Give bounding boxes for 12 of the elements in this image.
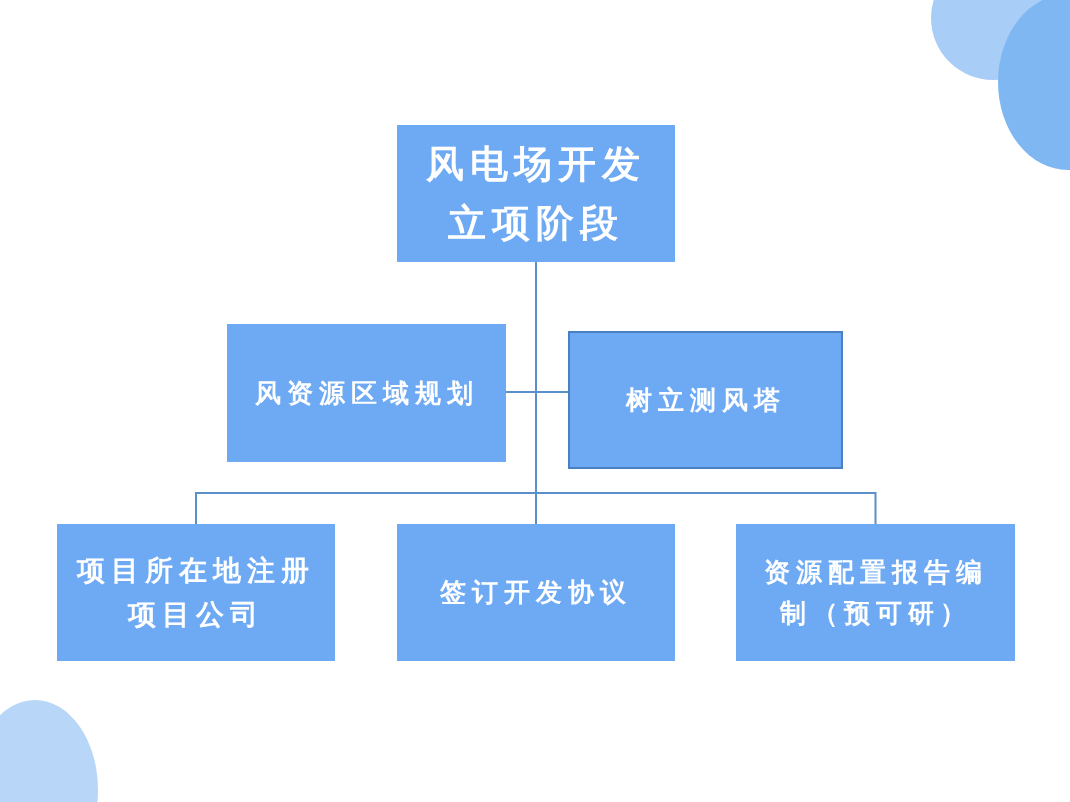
box-label: 签订开发协议 [440,576,632,610]
process-box [568,331,843,469]
box-label: 树立测风塔 [625,383,786,417]
box-label: 资源配置报告编制（预可研） [762,556,989,630]
process-box [57,524,335,661]
process-box [397,524,675,661]
box-label: 项目所在地注册项目公司 [75,553,316,633]
process-box [736,524,1015,661]
process-box [227,324,506,462]
box-label: 风资源区域规划 [254,376,479,410]
box-label: 风电场开发立项阶段 [425,139,647,247]
process-box [397,125,675,262]
